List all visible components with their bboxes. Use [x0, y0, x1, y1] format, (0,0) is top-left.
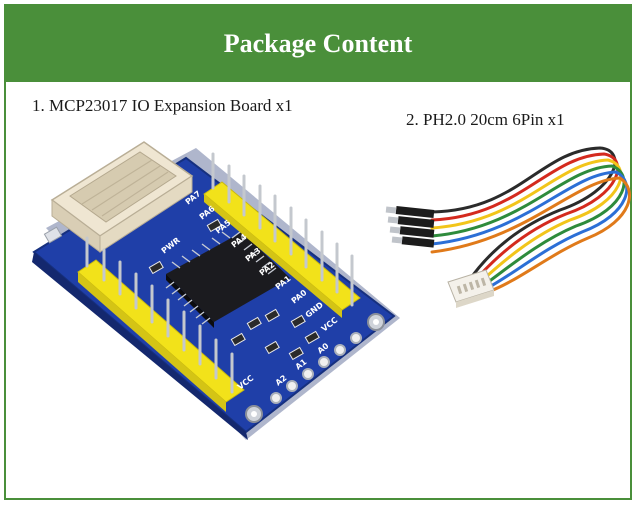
pin-header-left — [77, 236, 245, 412]
mcp23017-board-icon: PA7 PA6 PA5 PA4 PA3 PA2 PA1 PA0 GND VCC … — [32, 141, 400, 440]
page-title: Package Content — [223, 29, 413, 58]
ph2-plug — [447, 269, 495, 308]
item-label-board: 1. MCP23017 IO Expansion Board x1 — [32, 96, 293, 115]
dupont-connectors — [385, 206, 435, 248]
header-bar: Package Content — [6, 6, 630, 82]
ph2-cable-icon — [385, 146, 631, 308]
mcp23017-chip — [165, 231, 290, 328]
pin-header-right — [203, 152, 361, 318]
item-label-cable: 2. PH2.0 20cm 6Pin x1 — [406, 110, 565, 129]
